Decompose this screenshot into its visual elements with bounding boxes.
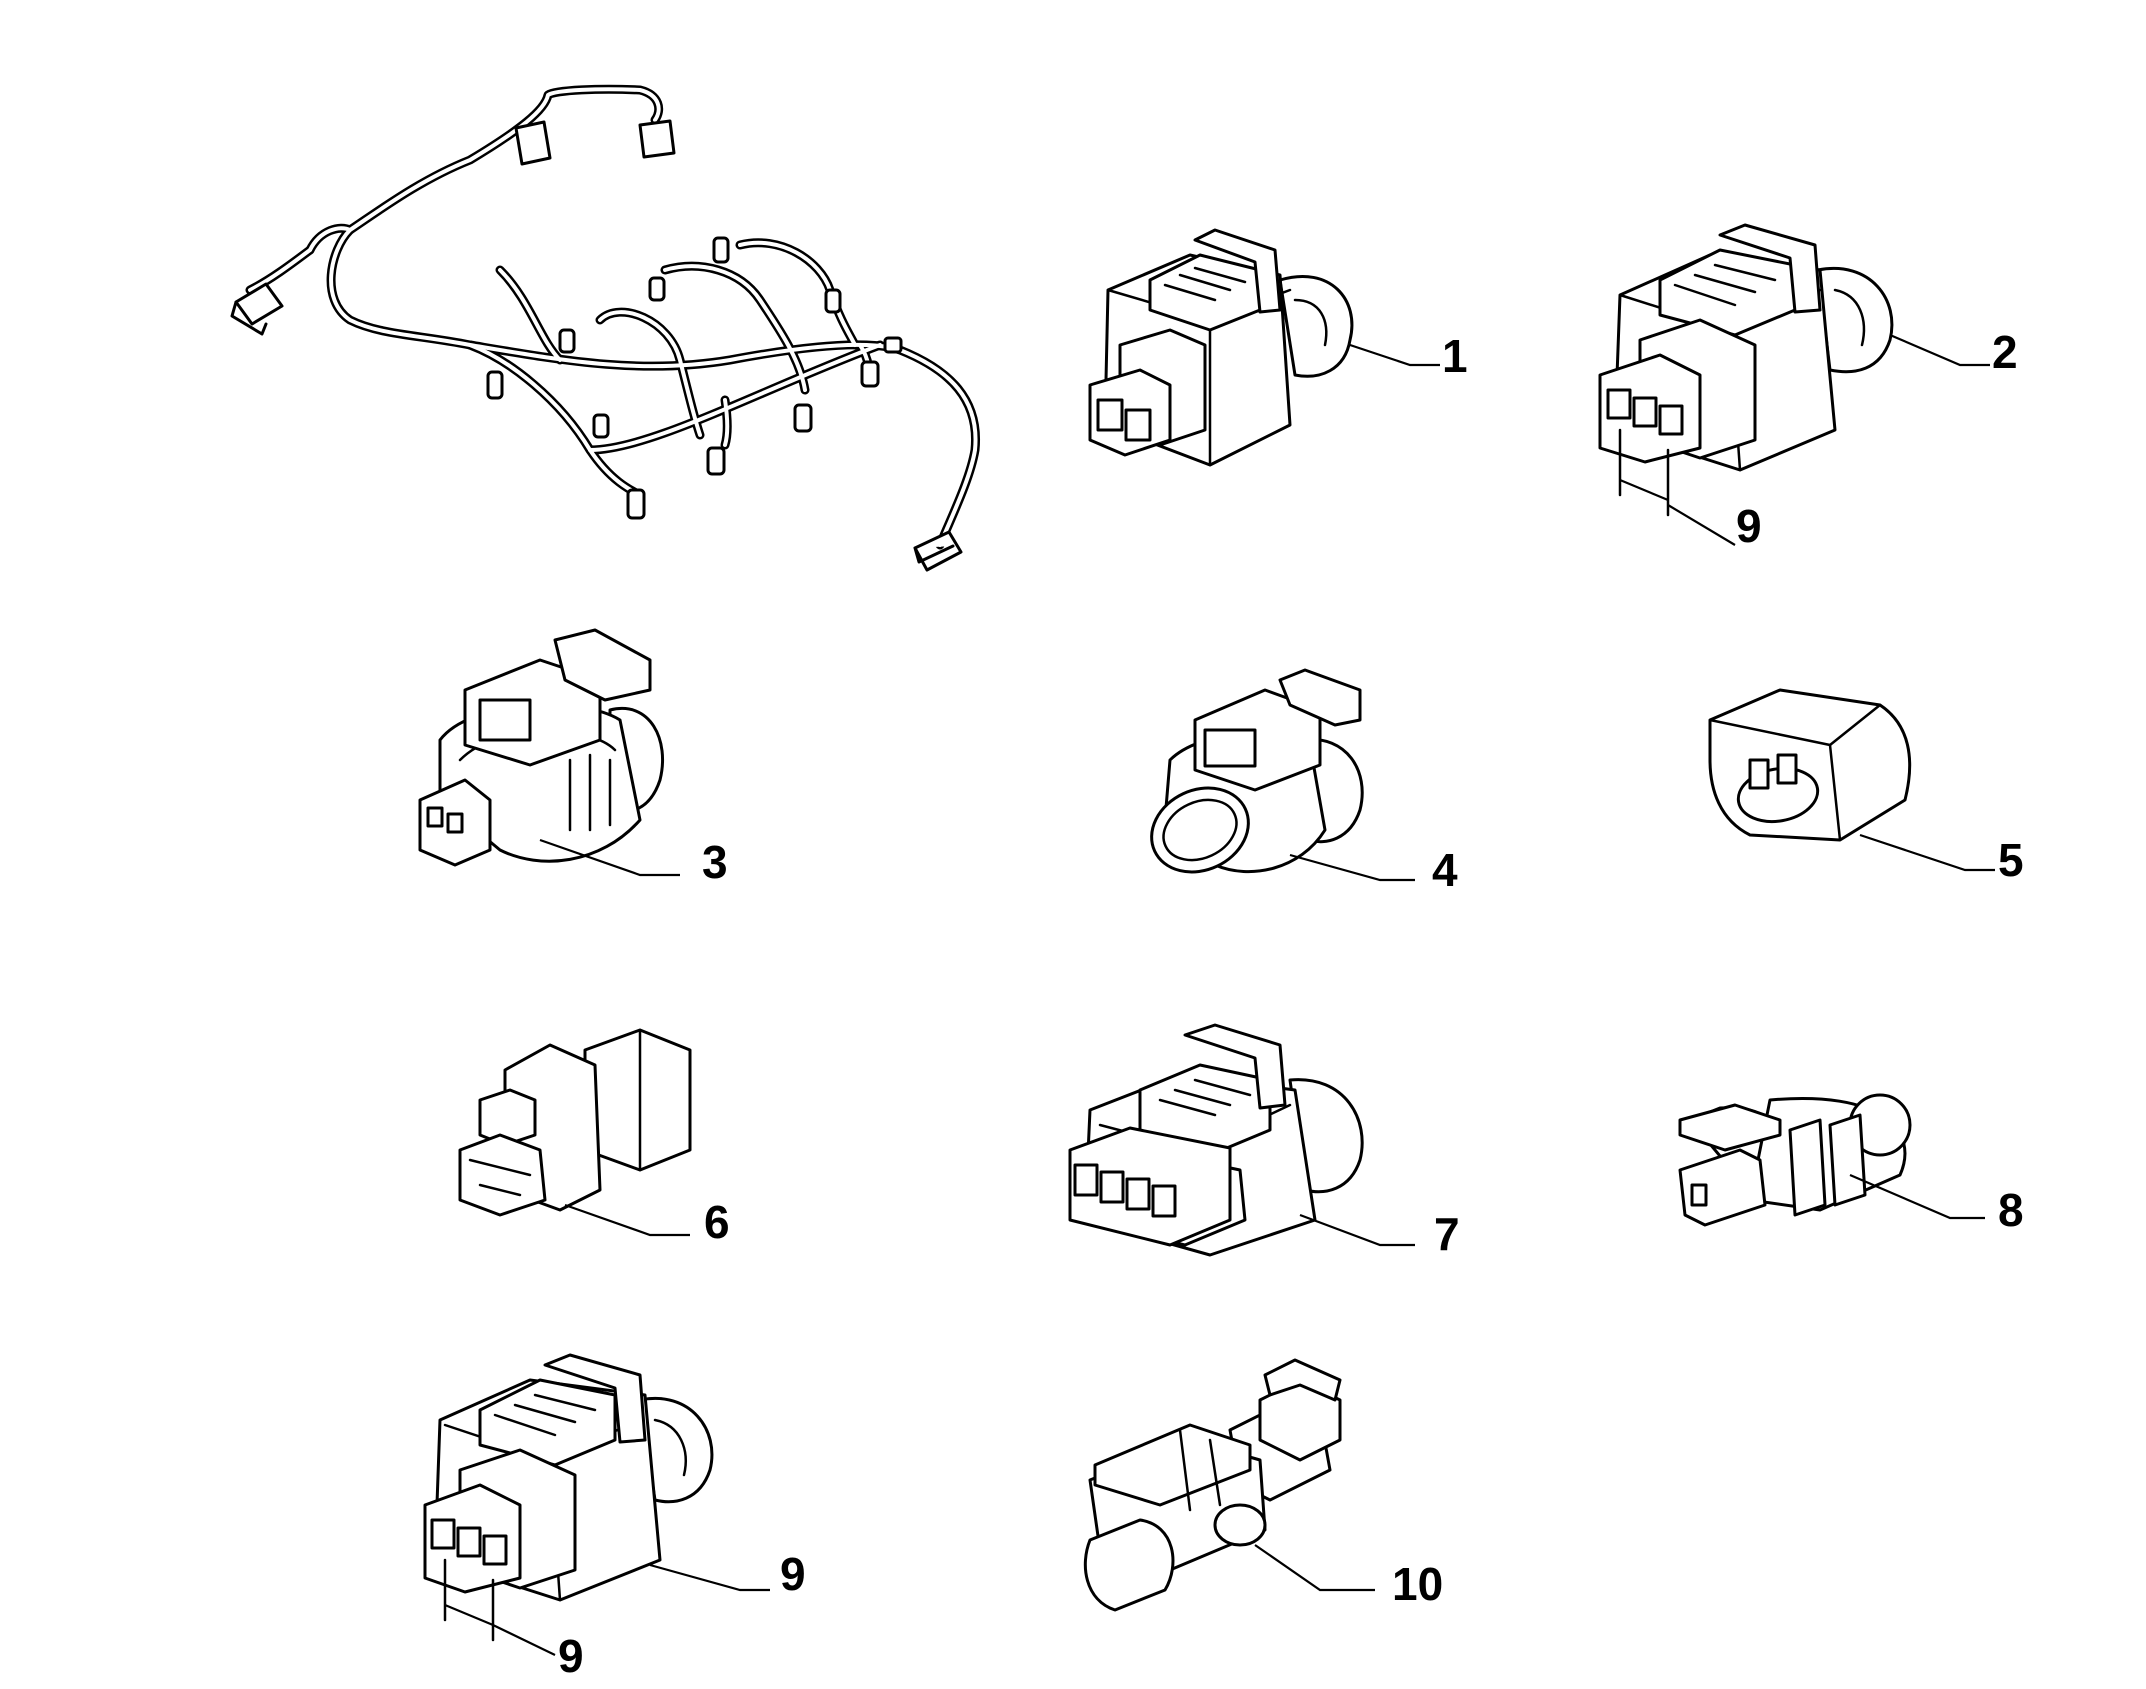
connector-10 [1083, 1358, 1342, 1612]
connector-8 [1678, 1093, 1912, 1227]
callout-2: 2 [1992, 326, 2018, 378]
callout-7: 7 [1434, 1208, 1460, 1260]
connector-7 [1068, 1023, 1364, 1257]
dimension-label-connector-2: 9 [1736, 500, 1762, 552]
callout-4: 4 [1432, 844, 1458, 896]
callout-leaders [492, 333, 1995, 1656]
connector-1 [1088, 228, 1354, 467]
callout-9: 9 [780, 1548, 806, 1600]
callout-8: 8 [1998, 1184, 2024, 1236]
connector-3 [418, 628, 665, 867]
connector-6 [458, 1028, 692, 1217]
callout-5: 5 [1998, 834, 2024, 886]
callout-1: 1 [1442, 330, 1468, 382]
dimension-label-connector-9: 9 [558, 1630, 584, 1682]
connector-5 [1708, 688, 1912, 842]
connector-9 [423, 1353, 714, 1642]
wiring-harness [230, 84, 981, 572]
connector-2 [1598, 223, 1894, 517]
connector-4 [1150, 668, 1364, 874]
callout-3: 3 [702, 836, 728, 888]
callout-6: 6 [704, 1196, 730, 1248]
callout-10: 10 [1392, 1558, 1443, 1610]
